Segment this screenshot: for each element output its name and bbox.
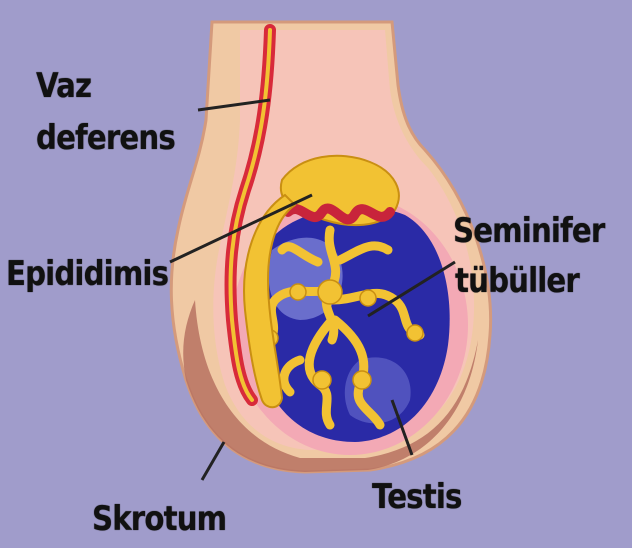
label-epididimis: Epididimis	[6, 255, 168, 293]
efferent-ducts	[288, 209, 390, 220]
label-skrotum: Skrotum	[92, 500, 226, 538]
label-seminifer-line1: Seminifer	[453, 212, 604, 250]
label-testis: Testis	[372, 478, 462, 516]
skrotum-pointer	[202, 442, 224, 480]
label-vaz-deferens-line1: Vaz	[36, 67, 91, 105]
label-vaz-deferens-line2: deferens	[36, 119, 175, 157]
label-seminifer-line2: tübüller	[455, 262, 579, 300]
